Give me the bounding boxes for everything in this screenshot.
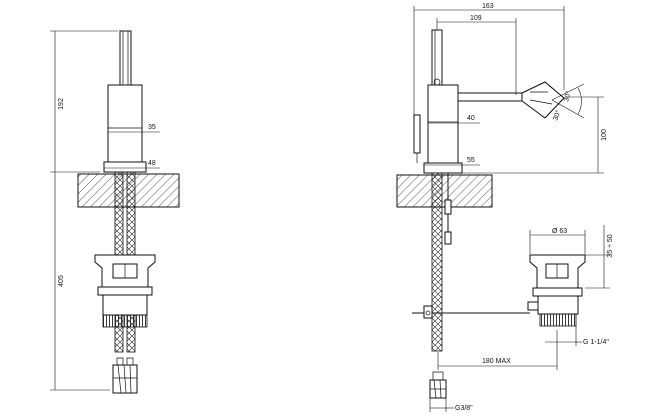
side-lever-handle <box>431 29 443 86</box>
front-waste-body <box>102 294 148 316</box>
front-mixer-body <box>107 84 143 166</box>
front-view <box>77 30 180 394</box>
side-view <box>396 29 586 399</box>
front-dim-base-width: 48 <box>148 160 156 167</box>
side-dim-waste-diameter: Ø 63 <box>552 228 567 235</box>
side-dim-pull-rod-length: 180 MAX <box>482 358 511 365</box>
side-dim-body-width: 40 <box>467 115 475 122</box>
front-dim-overall-height: 192 <box>58 98 65 110</box>
front-lever-handle <box>119 30 132 89</box>
side-dim-spray-angle-up: 30° <box>562 90 573 102</box>
side-view-dimensions: 163 109 40 55 30° 30° 100 Ø 63 35 ÷ 50 <box>413 3 614 412</box>
side-dim-supply-thread: G3/8" <box>455 405 473 412</box>
front-waste-thread <box>102 314 148 328</box>
side-spout-arm <box>457 92 526 102</box>
side-pull-rod-knob <box>413 114 421 154</box>
front-mixer-base <box>103 161 147 173</box>
side-waste-body <box>537 295 579 315</box>
side-waste-thread <box>539 313 577 327</box>
side-dim-waste-thread: G 1-1/4" <box>583 339 609 346</box>
front-view-dimensions: 192 405 35 48 <box>50 30 160 391</box>
side-dim-base-width: 55 <box>467 157 475 164</box>
side-dim-spray-angle-down: 30° <box>551 109 562 122</box>
side-dim-overall-reach: 163 <box>482 3 494 10</box>
side-dim-spout-height: 100 <box>601 129 608 141</box>
front-dim-total-height: 405 <box>58 275 65 287</box>
side-mixer-base <box>423 162 463 174</box>
side-dim-spout-reach: 109 <box>470 15 482 22</box>
front-dim-body-width: 35 <box>148 124 156 131</box>
side-hose <box>431 172 443 352</box>
side-mixer-body <box>427 84 459 164</box>
side-dim-waste-height: 35 ÷ 50 <box>607 234 614 257</box>
